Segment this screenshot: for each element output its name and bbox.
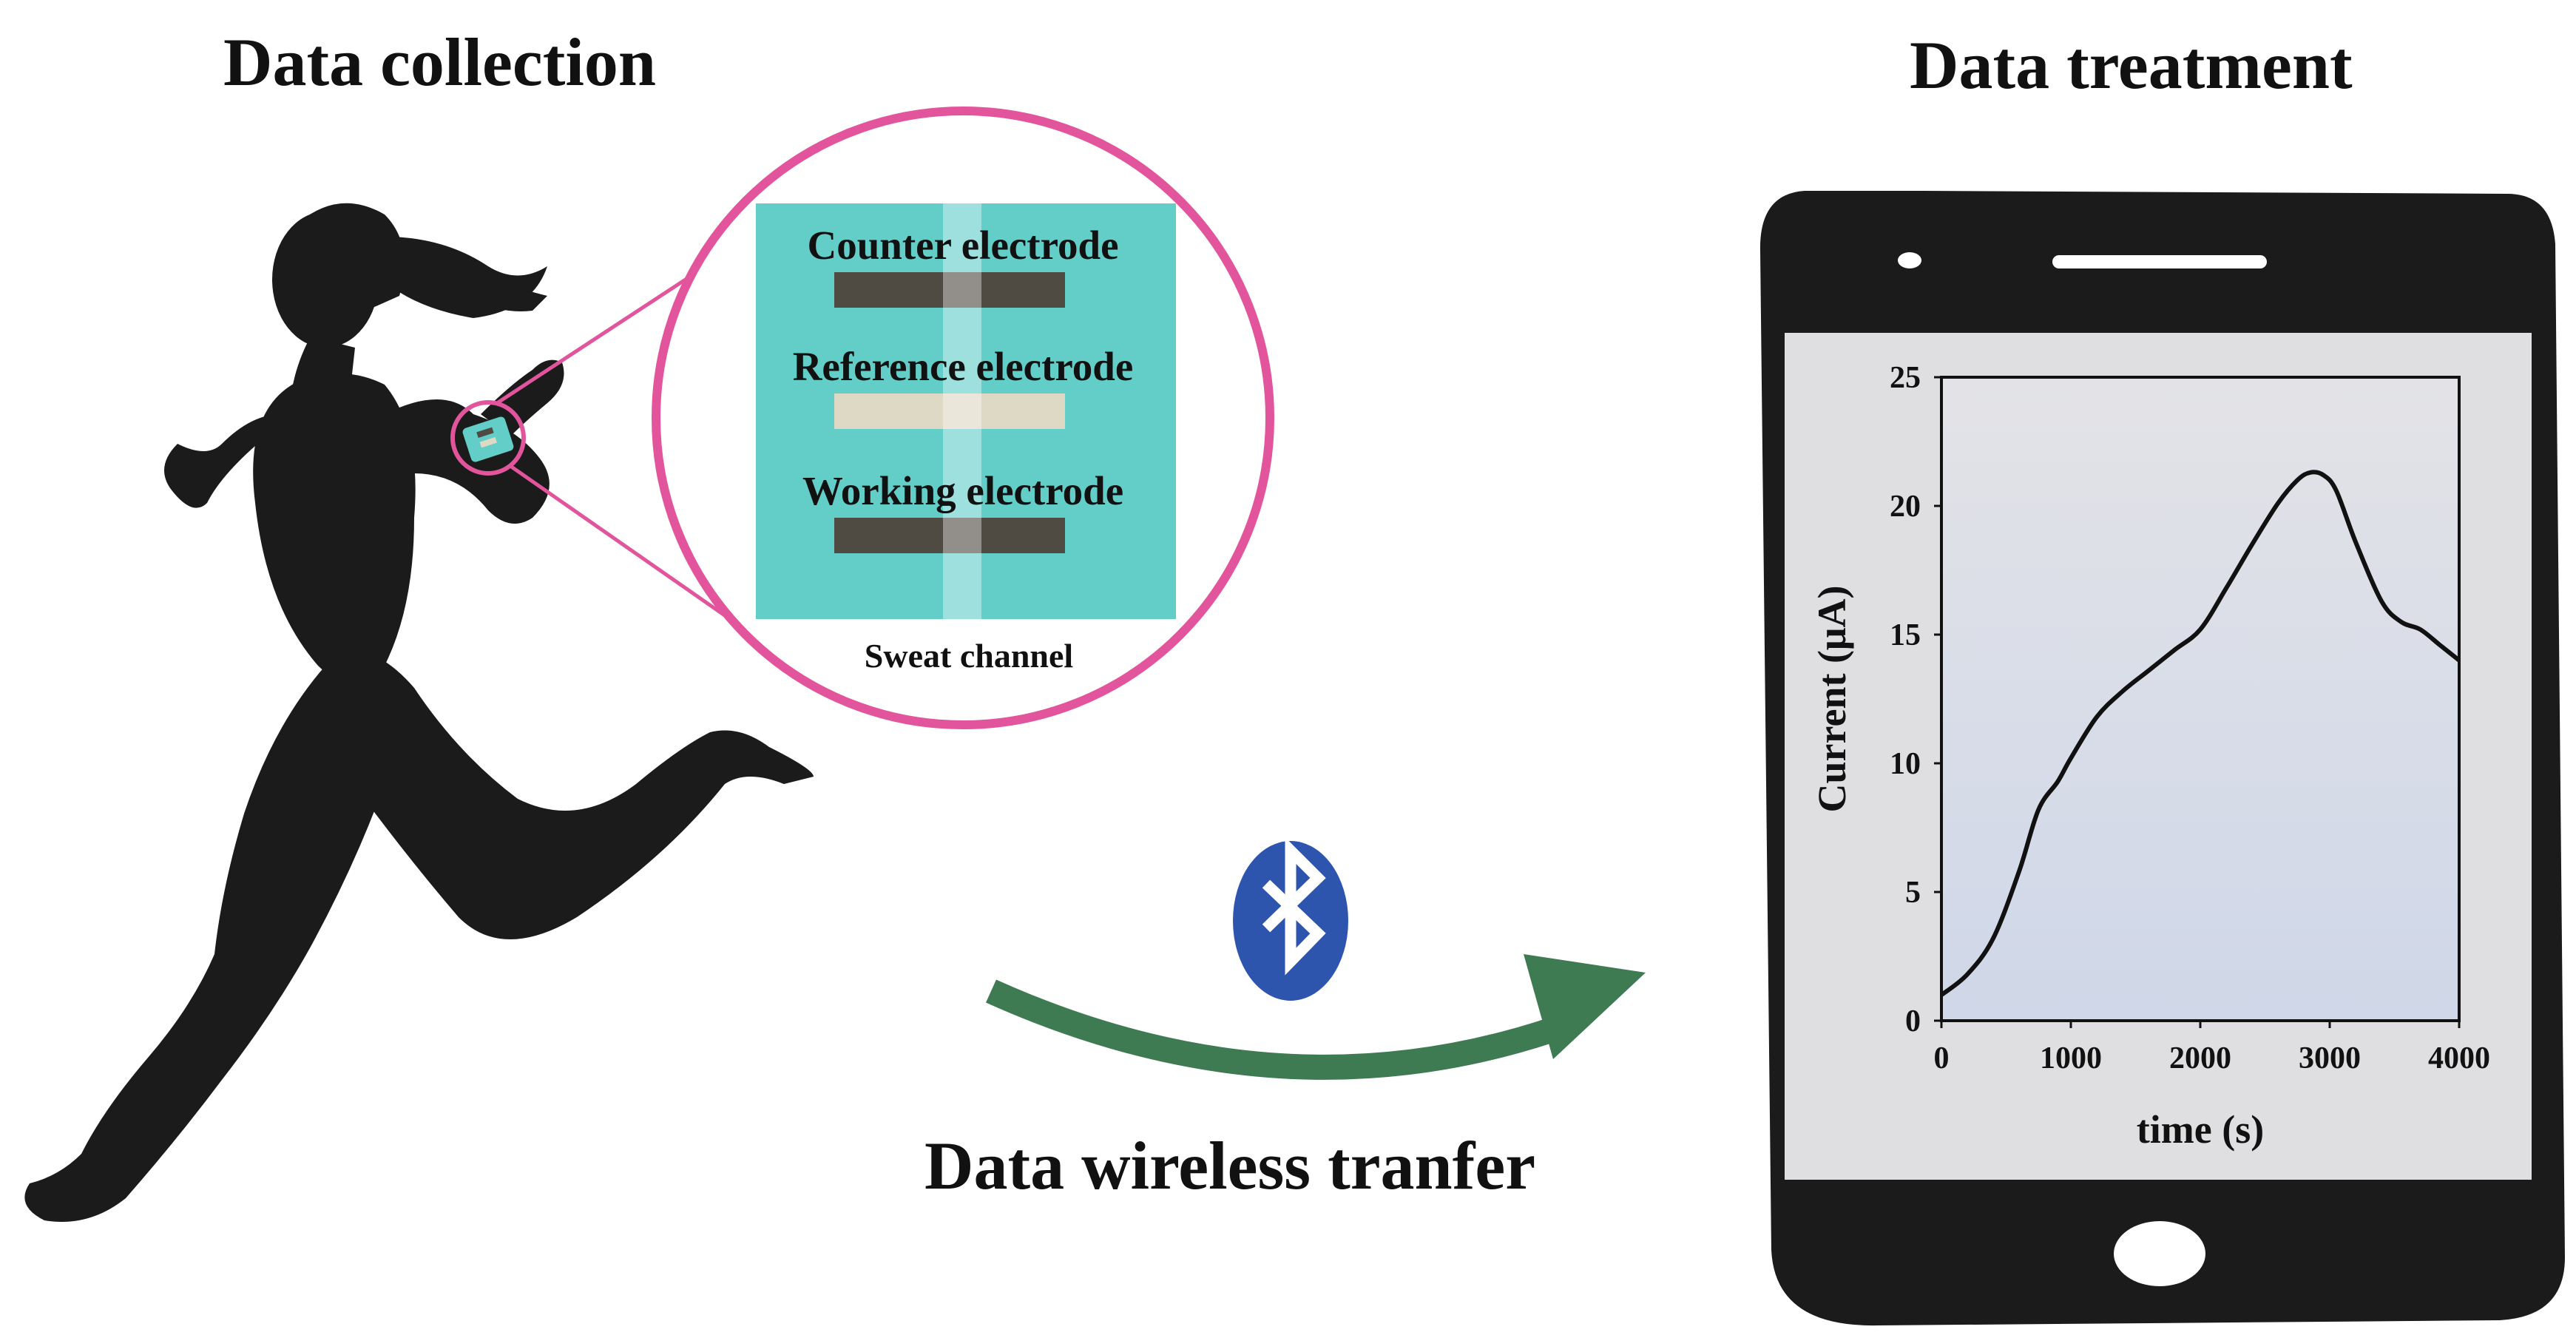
- reference-electrode-bar: [834, 393, 1065, 429]
- y-tick-label: 20: [1890, 490, 1921, 524]
- counter-electrode-bar: [834, 272, 1065, 308]
- plot-area: [1940, 376, 2461, 1022]
- working-electrode-label: Working electrode: [802, 468, 1123, 513]
- x-axis-label: time (s): [2137, 1107, 2264, 1152]
- phone-speaker: [2052, 255, 2267, 268]
- x-tick-label: 2000: [2169, 1041, 2231, 1075]
- y-tick-label: 10: [1890, 747, 1921, 781]
- bluetooth-icon: [1233, 837, 1348, 1001]
- home-button-icon[interactable]: [2114, 1221, 2205, 1286]
- working-electrode-bar: [834, 518, 1065, 553]
- x-tick-label: 0: [1934, 1041, 1950, 1075]
- y-tick-label: 0: [1905, 1004, 1921, 1038]
- current-chart: 0 5 10 15 20 25 0 1000 2000 3000 4000 time (s) Cu…: [1810, 361, 2490, 1152]
- armband-sensor: [450, 400, 526, 476]
- sweat-channel-label: Sweat channel: [865, 637, 1073, 675]
- x-tick-label: 3000: [2299, 1041, 2361, 1075]
- x-tick-label: 4000: [2428, 1041, 2490, 1075]
- y-axis-label: Current (μA): [1810, 585, 1854, 812]
- x-tick-label: 1000: [2040, 1041, 2102, 1075]
- phone-camera: [1898, 252, 1921, 268]
- transfer-arrow: [986, 954, 1646, 1080]
- sensor-inset: Counter electrode Reference electrode Wo…: [756, 203, 1176, 675]
- series-line-current: [1940, 470, 2461, 997]
- y-tick-label: 5: [1905, 876, 1921, 910]
- runner-silhouette: [24, 203, 814, 1222]
- data-treatment-heading: Data treatment: [1910, 27, 2353, 103]
- y-tick-label: 15: [1890, 618, 1921, 652]
- reference-electrode-label: Reference electrode: [793, 344, 1134, 389]
- data-collection-heading: Data collection: [223, 24, 657, 100]
- data-transfer-heading: Data wireless tranfer: [924, 1128, 1536, 1203]
- y-tick-label: 25: [1890, 361, 1921, 395]
- counter-electrode-label: Counter electrode: [807, 223, 1118, 268]
- magnifier-line-bottom: [509, 464, 756, 638]
- sweat-channel-strip: [943, 203, 981, 619]
